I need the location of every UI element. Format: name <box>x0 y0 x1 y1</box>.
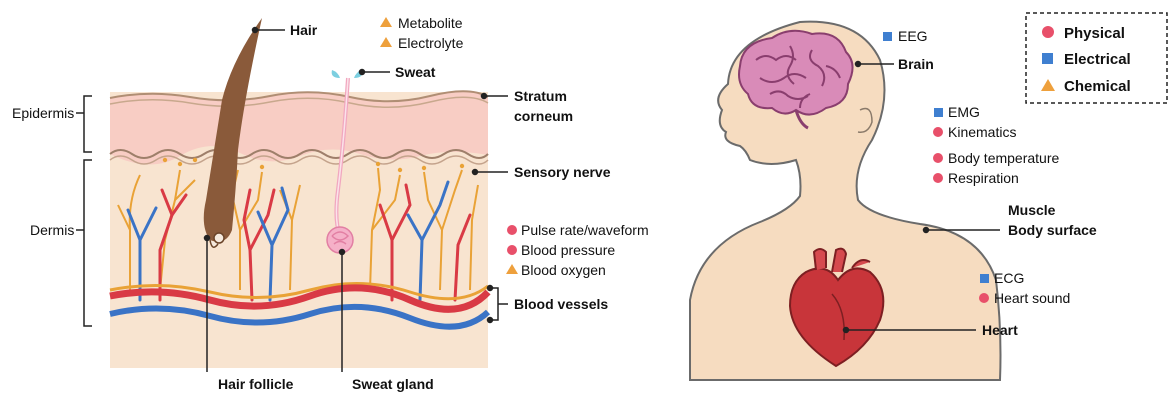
physical-circle-icon <box>933 153 943 163</box>
stratum-corneum-label-line1: Stratum <box>514 88 567 104</box>
electrical-square-icon <box>1042 53 1053 64</box>
physical-circle-icon <box>979 293 989 303</box>
brain-label: Brain <box>898 56 934 72</box>
ecg-label: ECG <box>994 270 1024 286</box>
physical-circle-icon <box>933 173 943 183</box>
stratum-corneum-label-line2: corneum <box>514 108 573 124</box>
physical-circle-icon <box>507 245 517 255</box>
eeg-label: EEG <box>898 28 928 44</box>
dermis-label: Dermis <box>30 222 74 238</box>
electrical-square-icon <box>883 32 892 41</box>
chemical-triangle-icon <box>380 17 392 27</box>
heart-sound-label: Heart sound <box>994 290 1070 306</box>
electrical-square-icon <box>934 108 943 117</box>
sweat-droplet-icon <box>332 70 340 78</box>
electrolyte-label: Electrolyte <box>398 35 464 51</box>
chemical-triangle-icon <box>380 37 392 47</box>
sweat-gland-label: Sweat gland <box>352 376 434 392</box>
heart-label: Heart <box>982 322 1018 338</box>
physical-circle-icon <box>933 127 943 137</box>
hair-label: Hair <box>290 22 318 38</box>
respiration-label: Respiration <box>948 170 1019 186</box>
kinematics-label: Kinematics <box>948 124 1016 140</box>
pulse-label: Pulse rate/waveform <box>521 222 649 238</box>
layer-brackets <box>76 96 92 326</box>
blood-vessels-label: Blood vessels <box>514 296 608 312</box>
emg-label: EMG <box>948 104 980 120</box>
blood-pressure-label: Blood pressure <box>521 242 615 258</box>
chemical-triangle-icon <box>506 264 518 274</box>
body-temperature-label: Body temperature <box>948 150 1059 166</box>
physical-circle-icon <box>1042 26 1054 38</box>
epidermis-label: Epidermis <box>12 105 74 121</box>
legend-electrical: Electrical <box>1064 51 1131 68</box>
legend-physical: Physical <box>1064 25 1125 42</box>
muscle-label: Muscle <box>1008 202 1056 218</box>
legend: Physical Electrical Chemical <box>1026 13 1167 103</box>
sensory-nerve-label: Sensory nerve <box>514 164 611 180</box>
human-body <box>690 22 1001 380</box>
physical-circle-icon <box>507 225 517 235</box>
hair-follicle-label: Hair follicle <box>218 376 294 392</box>
electrical-square-icon <box>980 274 989 283</box>
blood-oxygen-label: Blood oxygen <box>521 262 606 278</box>
body-surface-label: Body surface <box>1008 222 1097 238</box>
legend-chemical: Chemical <box>1064 78 1131 95</box>
sweat-label: Sweat <box>395 64 436 80</box>
metabolite-label: Metabolite <box>398 15 463 31</box>
